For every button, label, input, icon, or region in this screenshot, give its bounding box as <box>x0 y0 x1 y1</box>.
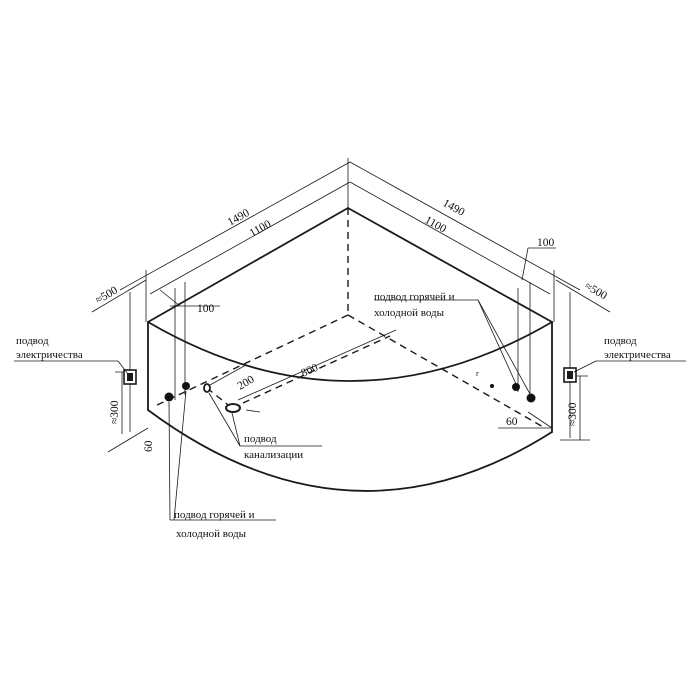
dim-left-bottom-line <box>107 427 149 453</box>
dim-right-bottom-diag <box>527 411 553 429</box>
dim-drain-span-ext <box>245 409 261 413</box>
fittings <box>123 367 577 413</box>
water-inlet-right-2-icon <box>526 393 536 403</box>
dim-left-offset-diag <box>159 289 181 307</box>
power-box-right-inner <box>567 371 573 379</box>
label-drain-1: подвод <box>244 433 277 445</box>
dim-drain-offset: 200 <box>236 373 257 392</box>
label-water-top-2: холодной воды <box>374 307 445 319</box>
label-drain-2: канализации <box>244 449 303 461</box>
dim-right-offset: 100 <box>537 237 555 249</box>
labels: подвод электричества подвод электричеств… <box>16 291 671 540</box>
dim-right-side-line <box>555 279 611 313</box>
dim-left-height: ≈300 <box>109 400 121 424</box>
dim-right-height: ≈300 <box>567 402 579 426</box>
dim-drain-span-line <box>237 329 397 401</box>
dim-right-offset-diag <box>521 247 529 281</box>
dim-right-inner-line <box>349 181 551 295</box>
water-inlet-right-small-icon <box>490 384 494 388</box>
dim-right-total: 1490 <box>441 197 467 219</box>
label-water-bottom-2: холодной воды <box>176 528 247 540</box>
rim-back-left <box>147 207 349 323</box>
label-power-left-2: электричества <box>16 349 83 361</box>
dim-left-bottom: 60 <box>143 440 155 452</box>
leader-lines <box>14 299 686 521</box>
rim-back-right <box>347 207 553 323</box>
leader-drain-a <box>231 412 241 447</box>
drain-fitting-small-icon <box>203 383 211 393</box>
dimension-lines <box>91 158 611 453</box>
leader-power-right-diag <box>573 360 597 373</box>
base-right-hidden <box>347 314 546 429</box>
rim-front-arc <box>147 321 553 382</box>
drain-fitting-icon <box>225 403 241 413</box>
leader-water-top-b <box>477 299 531 395</box>
dim-left-total-line <box>119 161 351 291</box>
bathtub-outline <box>147 207 553 492</box>
dimension-texts: 1490 1100 1490 1100 100 100 ≈500 ≈500 ≈3… <box>94 197 610 452</box>
leader-water-top-a <box>477 299 517 385</box>
leader-water-bottom-a <box>168 401 171 521</box>
water-inlet-left-1-icon <box>164 392 174 402</box>
dim-right-side: ≈500 <box>583 280 610 302</box>
base-front-arc <box>147 409 553 492</box>
leader-power-left-diag <box>117 360 129 375</box>
drain-pipe-hidden <box>231 335 391 409</box>
dim-left-offset: 100 <box>197 303 215 315</box>
dim-right-bottom: 60 <box>506 416 518 428</box>
water-inlet-right-1-icon <box>512 383 520 391</box>
dim-right-total-line <box>349 161 581 291</box>
dim-drain-span: 800 <box>299 362 320 380</box>
leader-drain-b <box>208 392 241 447</box>
label-power-left-1: подвод <box>16 335 49 347</box>
dim-left-inner-line <box>149 181 351 295</box>
dim-right-inner: 1100 <box>423 214 449 236</box>
base-left-hidden <box>154 314 349 407</box>
dim-left-inner: 1100 <box>248 218 274 240</box>
leader-water-bottom-b <box>173 390 187 521</box>
dim-left-total: 1490 <box>226 207 252 229</box>
label-water-bottom-1: подвод горячей и <box>174 509 255 521</box>
label-power-right-2: электричества <box>604 349 671 361</box>
power-box-left-inner <box>127 373 133 381</box>
label-water-top-1: подвод горячей и <box>374 291 455 303</box>
dim-drain-offset-line <box>209 364 247 386</box>
dim-left-side-line <box>91 279 147 313</box>
dim-radius-mark: r <box>476 369 479 378</box>
water-inlet-left-2-icon <box>182 382 190 390</box>
label-power-right-1: подвод <box>604 335 637 347</box>
